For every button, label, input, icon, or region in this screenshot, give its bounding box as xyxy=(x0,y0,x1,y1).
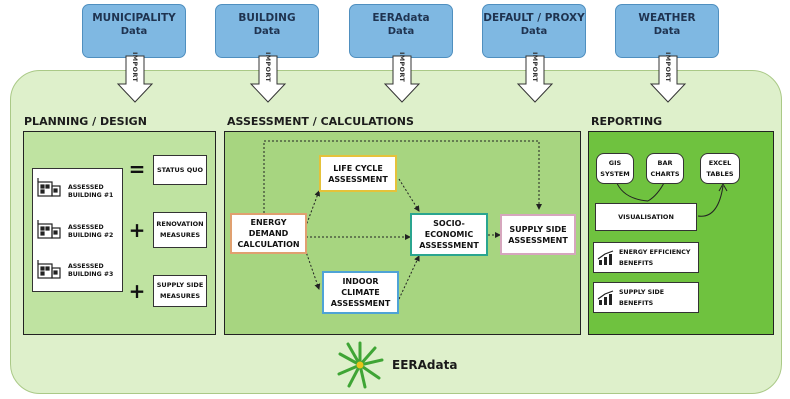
source-label: MUNICIPALITY xyxy=(92,12,176,24)
building-icon xyxy=(37,260,61,279)
box-line: GIS xyxy=(608,158,622,167)
box-line: TABLES xyxy=(706,169,734,178)
box-line: ASSESSMENT xyxy=(508,235,568,245)
import-arrows xyxy=(116,55,687,103)
gis-to-visualisation xyxy=(615,180,649,202)
building-label-line: ASSESSED xyxy=(68,263,104,270)
energy-to-indoor xyxy=(303,245,321,290)
import-label: IMPORT xyxy=(264,51,272,83)
life-cycle-box: LIFE CYCLE ASSESSMENT xyxy=(319,155,397,192)
building-label-line: ASSESSED xyxy=(68,184,104,191)
bar-to-visualisation xyxy=(647,180,666,202)
import-arrow-2 xyxy=(249,55,287,103)
building-1-label: ASSESSED BUILDING #1 xyxy=(68,184,113,200)
import-label: IMPORT xyxy=(664,51,672,83)
box-line: ENERGY xyxy=(250,218,287,227)
measure-label: MEASURES xyxy=(159,231,201,239)
source-label: DEFAULT / PROXY xyxy=(483,12,585,24)
source-label: BUILDING xyxy=(238,12,296,24)
logo-text: EERAdata xyxy=(392,358,458,372)
trend-chart-icon xyxy=(597,249,614,265)
source-sublabel: Data xyxy=(253,26,281,37)
building-2-label: ASSESSED BUILDING #2 xyxy=(68,224,113,240)
box-line: CALCULATION xyxy=(237,240,300,249)
assessment-connectors xyxy=(263,140,542,300)
trend-chart-icon xyxy=(597,289,614,305)
box-line: CLIMATE xyxy=(341,288,380,297)
measure-label: STATUS QUO xyxy=(156,165,204,174)
indoor-climate-box: INDOOR CLIMATE ASSESSMENT xyxy=(322,271,399,314)
box-line: INDOOR xyxy=(342,277,379,286)
eeradata-logo-icon xyxy=(337,341,384,389)
source-sublabel: Data xyxy=(387,26,415,37)
box-line: BENEFITS xyxy=(619,299,654,307)
loop-connector xyxy=(263,140,542,213)
box-line: VISUALISATION xyxy=(618,212,674,221)
energy-efficiency-benefits-box: ENERGY EFFICIENCY BENEFITS xyxy=(593,242,699,273)
import-arrow-1 xyxy=(116,55,154,103)
building-label-line: BUILDING #2 xyxy=(68,232,114,239)
visualisation-to-excel xyxy=(697,185,724,217)
socio-economic-box: SOCIO- ECONOMIC ASSESSMENT xyxy=(410,213,488,256)
import-arrow-4 xyxy=(516,55,554,103)
gis-system-box: GIS SYSTEM xyxy=(596,153,634,184)
box-line: EXCEL xyxy=(708,158,732,167)
box-line: ECONOMIC xyxy=(424,230,474,239)
renovation-measures-box: RENOVATION MEASURES xyxy=(153,212,207,248)
building-label-line: BUILDING #1 xyxy=(68,192,114,199)
building-label-line: BUILDING #3 xyxy=(68,271,114,278)
planning-title: PLANNING / DESIGN xyxy=(24,115,147,128)
supply-side-measures-box: SUPPLY SIDE MEASURES xyxy=(153,275,207,307)
source-weather: WEATHER Data xyxy=(615,4,719,58)
building-icons xyxy=(37,178,61,279)
box-line: ASSESSMENT xyxy=(330,299,391,308)
measure-label: MEASURES xyxy=(159,292,201,300)
plus-sign: + xyxy=(128,218,146,242)
source-sublabel: Data xyxy=(653,26,681,37)
box-line: BAR xyxy=(657,158,673,167)
box-line: LIFE CYCLE xyxy=(333,163,383,173)
source-label: WEATHER xyxy=(638,12,696,24)
energy-to-lca xyxy=(303,190,321,232)
import-label: IMPORT xyxy=(398,51,406,83)
box-line: DEMAND xyxy=(248,229,289,238)
box-line: SYSTEM xyxy=(600,169,630,178)
source-sublabel: Data xyxy=(120,26,148,37)
source-municipality: MUNICIPALITY Data xyxy=(82,4,186,58)
import-arrow-3 xyxy=(383,55,421,103)
status-quo-box: STATUS QUO xyxy=(153,155,207,185)
import-arrow-5 xyxy=(649,55,687,103)
building-3-label: ASSESSED BUILDING #3 xyxy=(68,263,113,279)
building-label-line: ASSESSED xyxy=(68,224,104,231)
import-label: IMPORT xyxy=(531,51,539,83)
measure-label: RENOVATION xyxy=(156,220,204,228)
energy-demand-box: ENERGY DEMAND CALCULATION xyxy=(230,213,307,254)
box-line: ENERGY EFFICIENCY xyxy=(619,248,691,256)
building-icon xyxy=(37,220,61,239)
lca-to-socio xyxy=(398,178,420,212)
box-line: SUPPLY SIDE xyxy=(509,224,567,234)
assessment-title: ASSESSMENT / CALCULATIONS xyxy=(227,115,414,128)
source-sublabel: Data xyxy=(520,26,548,37)
import-label: IMPORT xyxy=(131,51,139,83)
building-icon xyxy=(37,178,61,197)
indoor-to-socio xyxy=(398,255,420,300)
box-line: ASSESSMENT xyxy=(328,174,388,184)
supply-side-assessment-box: SUPPLY SIDE ASSESSMENT xyxy=(500,214,576,255)
plus-sign: + xyxy=(128,279,146,303)
bar-charts-box: BAR CHARTS xyxy=(646,153,684,184)
box-line: SUPPLY SIDE xyxy=(619,288,665,296)
measure-label: SUPPLY SIDE xyxy=(156,281,204,289)
equals-sign: = xyxy=(128,157,146,181)
box-line: SOCIO- xyxy=(433,219,465,228)
reporting-title: REPORTING xyxy=(591,115,663,128)
box-line: CHARTS xyxy=(650,169,680,178)
box-line: ASSESSMENT xyxy=(419,241,479,250)
excel-tables-box: EXCEL TABLES xyxy=(700,153,740,184)
visualisation-box: VISUALISATION xyxy=(595,203,697,231)
source-label: EERAdata xyxy=(372,12,430,24)
box-line: BENEFITS xyxy=(619,259,654,267)
supply-side-benefits-box: SUPPLY SIDE BENEFITS xyxy=(593,282,699,313)
